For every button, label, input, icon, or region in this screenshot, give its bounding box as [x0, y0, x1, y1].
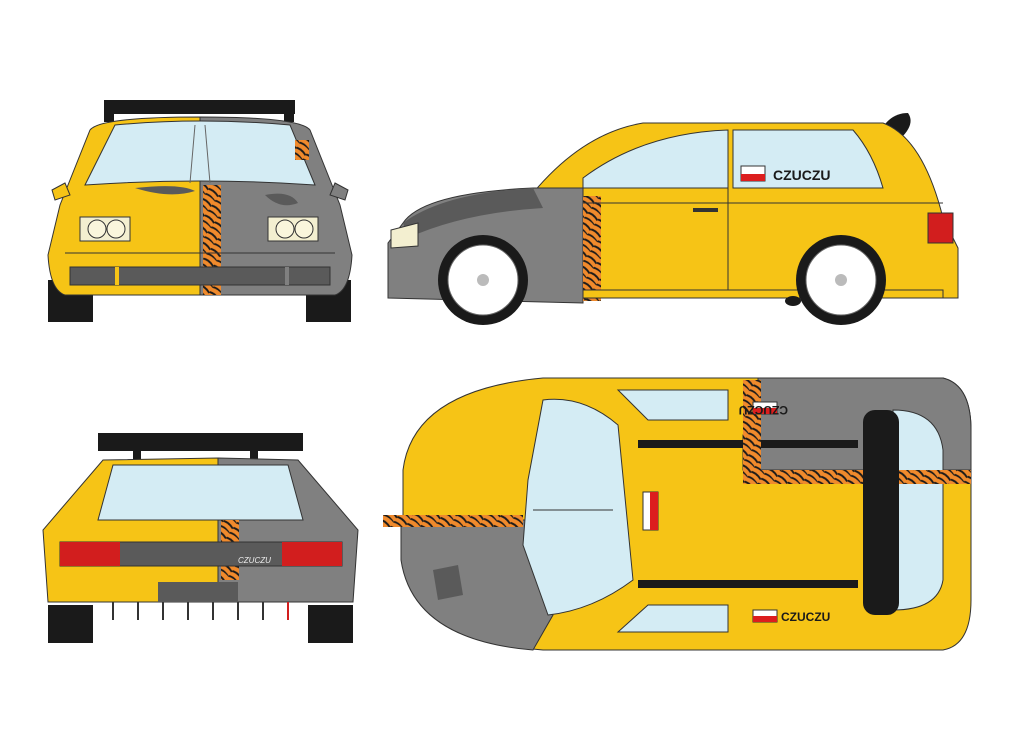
rear-wing [98, 433, 303, 451]
top-name-decal-lower: CZUCZU [781, 610, 830, 624]
top-view: CZUCZU CZUCZU [383, 370, 973, 660]
rear-left-tyre [48, 605, 93, 643]
rear-wing-silhouette [105, 100, 295, 114]
side-tail-light [927, 212, 954, 244]
side-front-window [582, 129, 729, 189]
top-windshield [522, 398, 634, 616]
tail-light-left [60, 542, 120, 566]
rear-right-tyre [308, 605, 353, 643]
front-windshield [84, 120, 316, 186]
side-rear-window [732, 129, 884, 189]
side-name-decal: CZUCZU [773, 167, 831, 183]
top-name-decal-upper: CZUCZU [739, 403, 788, 417]
rear-window [97, 464, 304, 521]
front-bumper-intake [69, 266, 331, 286]
tiger-band-top [383, 515, 523, 527]
top-rear-wing [863, 410, 899, 615]
rear-view: CZUCZU [38, 430, 363, 645]
top-window-upper [616, 389, 729, 421]
rear-badge: CZUCZU [238, 556, 271, 565]
top-window-lower [616, 604, 729, 633]
front-view [40, 95, 360, 330]
side-view: CZUCZU [383, 108, 968, 333]
tail-light-right [282, 542, 342, 566]
top-body-grey-front [400, 519, 554, 651]
tiger-stripe-side [583, 196, 601, 301]
top-rear-window [892, 409, 944, 611]
rear-diffuser [158, 582, 238, 602]
